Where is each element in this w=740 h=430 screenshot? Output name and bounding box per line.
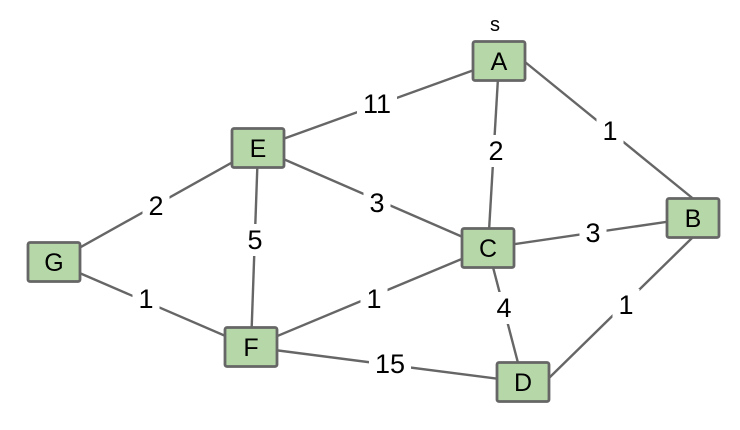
node-box-E <box>230 127 286 169</box>
node-G: G <box>26 241 82 283</box>
node-label-E: E <box>250 135 267 163</box>
edge-weight-label: 11 <box>363 89 391 119</box>
edge-weight-C-F: 1 <box>360 283 388 315</box>
edge-weight-C-B: 3 <box>579 217 607 249</box>
node-E: E <box>230 127 286 169</box>
edge-weight-label: 1 <box>138 284 153 314</box>
node-label-C: C <box>479 235 497 263</box>
node-label-D: D <box>514 369 532 397</box>
node-label-B: B <box>685 205 702 233</box>
edge-weight-C-D: 4 <box>490 292 518 324</box>
edge-weight-E-A: 11 <box>356 88 398 120</box>
edge-weight-E-C: 3 <box>363 187 391 219</box>
edge-weight-F-D: 15 <box>368 348 412 380</box>
edge-weight-label: 1 <box>618 290 633 320</box>
node-box-A <box>471 40 527 82</box>
edge-weight-E-F: 5 <box>241 224 269 256</box>
edge-weight-A-C: 2 <box>482 135 510 167</box>
node-D: D <box>495 361 551 403</box>
edge-weight-A-B: 1 <box>596 115 624 147</box>
edge-weight-label: 2 <box>488 136 503 166</box>
node-box-F <box>223 326 279 368</box>
node-box-B <box>665 197 721 239</box>
edge-weight-G-F: 1 <box>132 283 160 315</box>
node-box-D <box>495 361 551 403</box>
node-label-F: F <box>243 334 258 362</box>
node-box-G <box>26 241 82 283</box>
edge-weight-label: 2 <box>148 191 163 221</box>
node-A: A <box>471 40 527 82</box>
edge-weight-label: 1 <box>602 116 617 146</box>
node-F: F <box>223 326 279 368</box>
start-marker: s <box>490 14 500 36</box>
node-box-C <box>460 227 516 269</box>
edge-weight-label: 3 <box>369 188 384 218</box>
edge-weight-G-E: 2 <box>142 190 170 222</box>
node-label-G: G <box>44 249 63 277</box>
node-B: B <box>665 197 721 239</box>
edge-weight-label: 1 <box>366 284 381 314</box>
node-C: C <box>460 227 516 269</box>
edge-weight-label: 4 <box>496 293 511 323</box>
node-label-A: A <box>491 48 508 76</box>
edge-weight-D-B: 1 <box>612 289 640 321</box>
edge-weight-label: 15 <box>375 349 405 379</box>
edge-weight-label: 3 <box>585 218 600 248</box>
edge-weight-label: 5 <box>247 225 262 255</box>
